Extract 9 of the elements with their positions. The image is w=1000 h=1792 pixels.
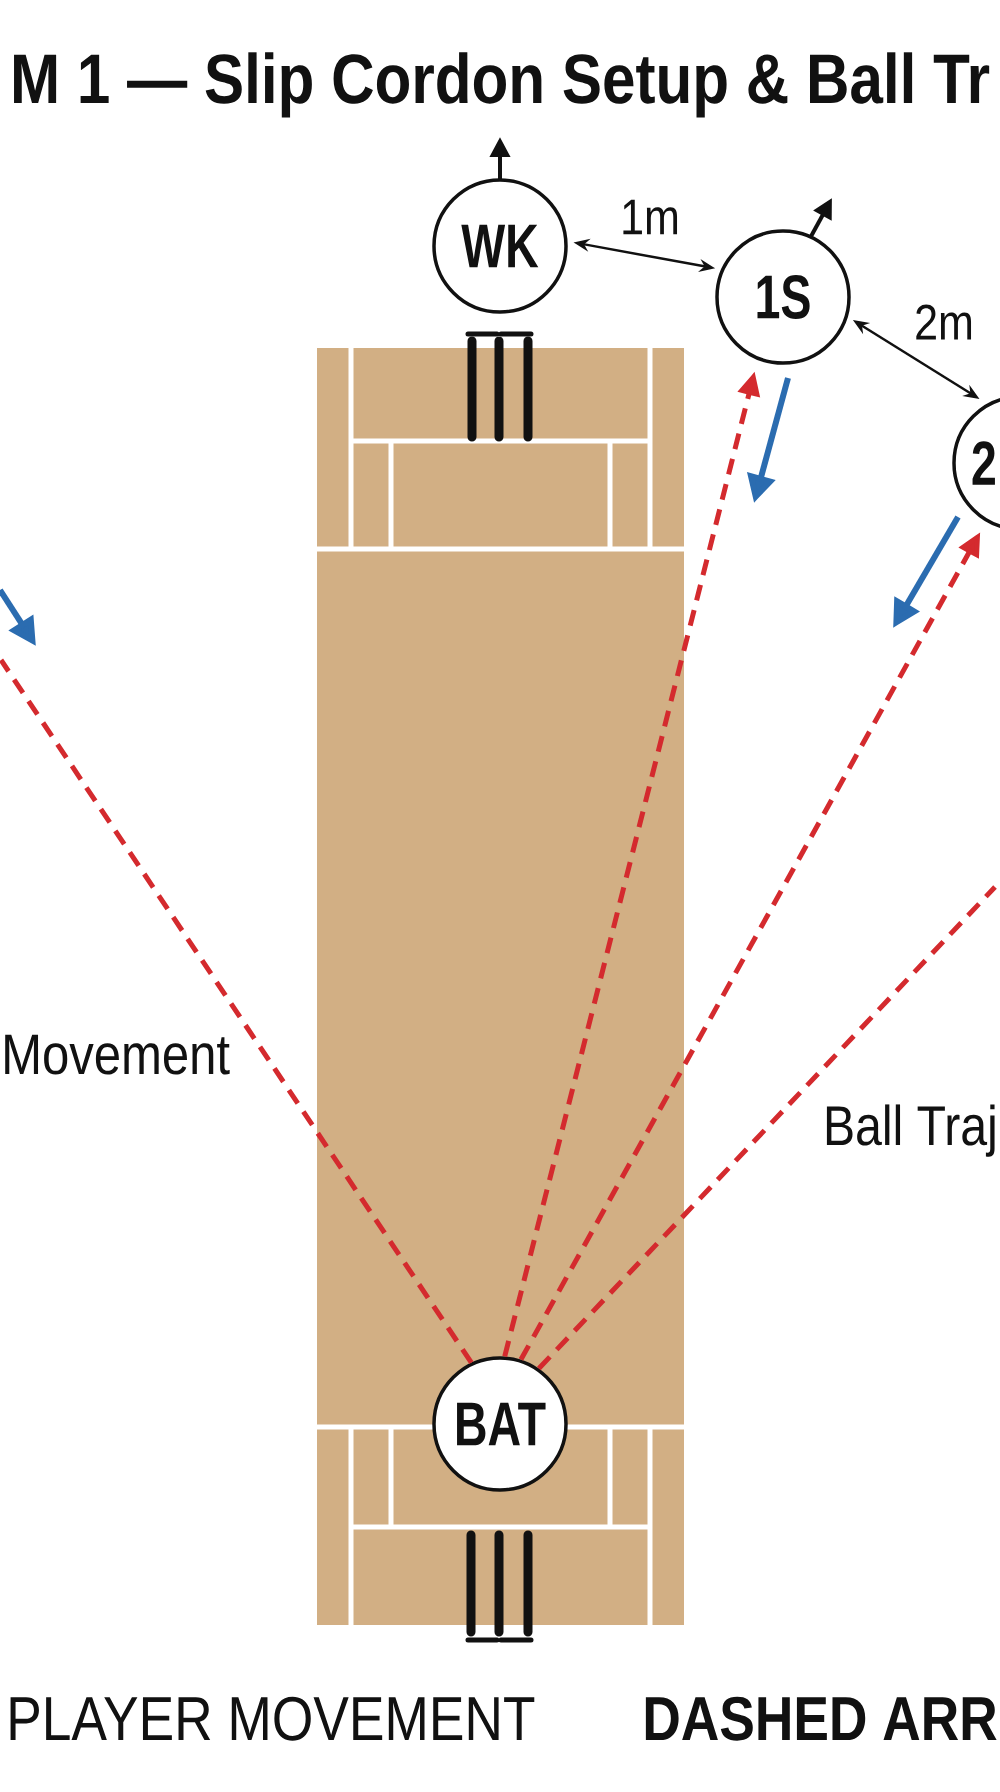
dashed-line — [537, 885, 997, 1371]
title: M 1 — Slip Cordon Setup & Ball Tr — [14, 52, 990, 118]
legend-text: PLAYER MOVEMENT — [10, 1696, 535, 1741]
distance-label: 2m — [912, 302, 976, 342]
dashed-line — [0, 658, 474, 1364]
distance-label: 1m — [618, 197, 682, 237]
legend-text: DASHED ARR — [645, 1696, 997, 1741]
annotation-text: Ball Traj — [826, 1104, 995, 1157]
annotation-text: Movement — [5, 1034, 230, 1075]
